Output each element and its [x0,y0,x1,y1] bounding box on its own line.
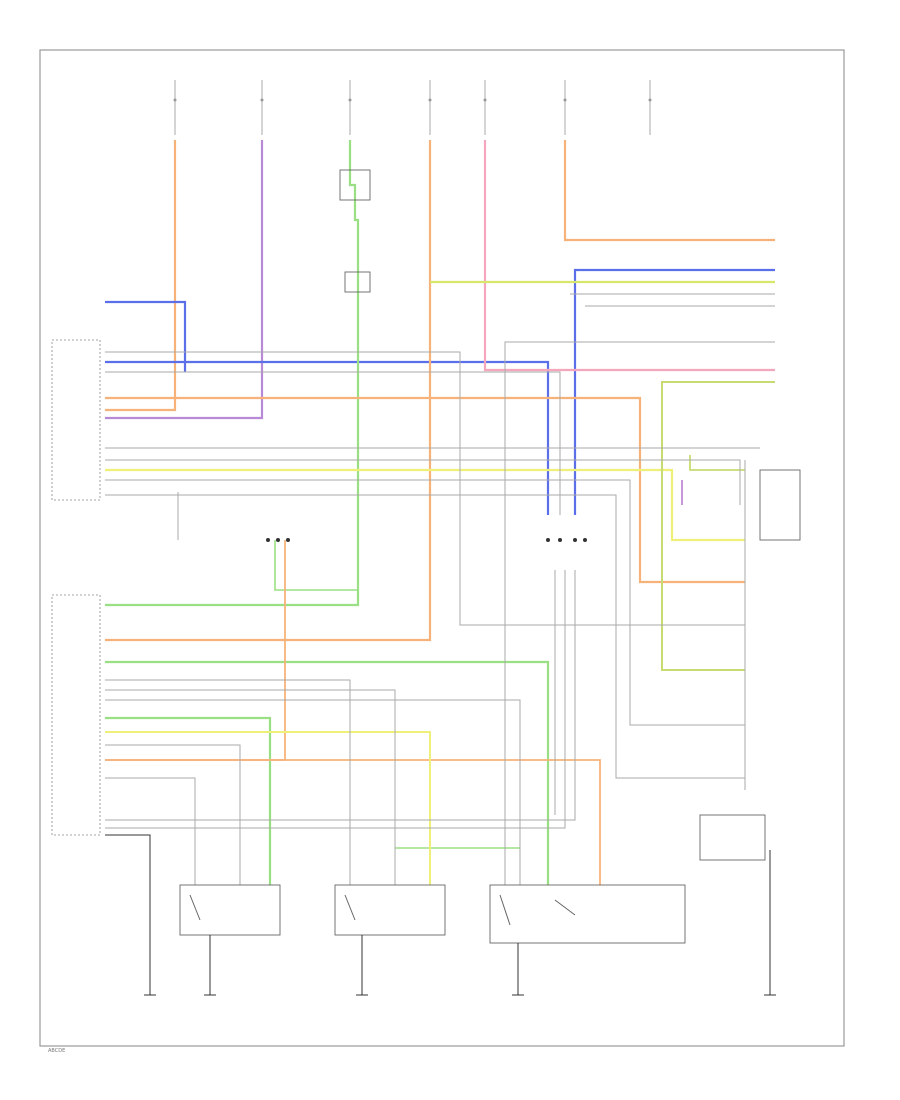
wire-pink [483,140,775,372]
top-fuses [173,80,652,135]
ground-symbols [144,935,776,996]
footer-code: ABCDE [48,1048,65,1054]
wire-green [105,140,550,885]
left-lower-module [51,594,101,836]
connector-dots [266,538,587,542]
wire-orange-left [105,140,177,412]
left-upper-module [51,339,101,501]
wire-orange-right [105,140,775,885]
upper-relay [339,169,371,293]
wire-black [105,834,771,995]
bottom-switch-1 [179,884,281,936]
wire-violet [105,140,264,420]
bottom-switch-3 [489,884,686,944]
diagram-frame [39,49,845,1047]
right-lower-box [699,814,766,861]
wire-gray [105,293,775,885]
bottom-switch-2 [334,884,446,936]
wire-blue [105,268,775,515]
right-actuator [744,460,801,790]
